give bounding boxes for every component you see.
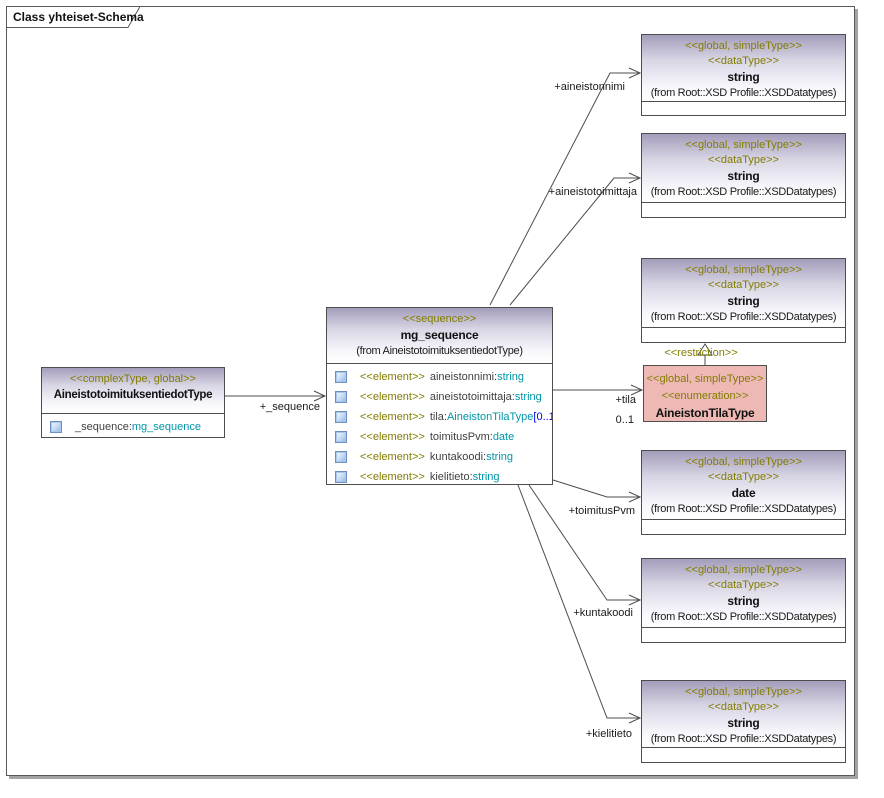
attribute-stereotype: <<element>> <box>360 391 425 403</box>
node-empty-compartment <box>642 519 845 535</box>
node-stereotype: <<global, simpleType>> <box>642 263 845 278</box>
attribute-row[interactable]: _sequence:mg_sequence <box>42 417 224 437</box>
node-empty-compartment <box>642 627 845 643</box>
edge-label-toimituspvm[interactable]: +toimitusPvm <box>545 505 635 517</box>
node-datatype-string-kielitieto[interactable]: <<global, simpleType>> <<dataType>> stri… <box>641 680 846 763</box>
attribute-stereotype: <<element>> <box>360 471 425 483</box>
attribute-row[interactable]: <<element>> kuntakoodi:string <box>327 447 552 467</box>
node-stereotype: <<dataType>> <box>642 153 845 168</box>
node-aineistotoimituksentiedottype[interactable]: <<complexType, global>> Aineistotoimituk… <box>41 367 225 438</box>
node-stereotype: <<global, simpleType>> <box>642 39 845 54</box>
attribute-row[interactable]: <<element>> toimitusPvm:date <box>327 427 552 447</box>
edge-multiplicity-tila[interactable]: 0..1 <box>566 414 634 426</box>
attribute-icon <box>335 431 347 443</box>
node-datatype-string-aineistonnimi[interactable]: <<global, simpleType>> <<dataType>> stri… <box>641 34 846 116</box>
attribute-stereotype: <<element>> <box>360 411 425 423</box>
node-stereotype: <<dataType>> <box>642 278 845 293</box>
node-name: string <box>642 168 845 185</box>
node-empty-compartment <box>642 747 845 763</box>
node-name: date <box>642 485 845 502</box>
node-mg-sequence[interactable]: <<sequence>> mg_sequence (from Aineistot… <box>326 307 553 485</box>
attribute-stereotype: <<element>> <box>360 451 425 463</box>
node-name: AineistonTilaType <box>644 405 766 422</box>
node-from: (from Root::XSD Profile::XSDDatatypes) <box>642 185 845 200</box>
attribute-type: string <box>515 391 542 403</box>
node-from: (from Root::XSD Profile::XSDDatatypes) <box>642 732 845 747</box>
edge-label-sequence[interactable]: +_sequence <box>230 401 320 413</box>
attribute-row[interactable]: <<element>> tila:AineistonTilaType[0..1] <box>327 407 552 427</box>
attribute-type: string <box>497 371 524 383</box>
attribute-icon <box>335 471 347 483</box>
edge-label-aineistonnimi[interactable]: +aineistonnimi <box>535 81 625 93</box>
attribute-name: toimitusPvm: <box>430 431 493 443</box>
node-name: string <box>642 293 845 310</box>
attribute-icon <box>335 451 347 463</box>
attribute-icon <box>335 411 347 423</box>
attribute-type: string <box>473 471 500 483</box>
attribute-name: _sequence: <box>75 421 132 433</box>
node-from: (from AineistotoimituksentiedotType) <box>327 344 552 359</box>
attribute-name: aineistonnimi: <box>430 371 497 383</box>
attribute-multiplicity: [0..1] <box>533 411 553 423</box>
attribute-row[interactable]: <<element>> aineistotoimittaja:string <box>327 387 552 407</box>
attribute-icon <box>335 371 347 383</box>
attribute-name: kielitieto: <box>430 471 473 483</box>
attribute-row[interactable]: <<element>> kielitieto:string <box>327 467 552 485</box>
node-from: (from Root::XSD Profile::XSDDatatypes) <box>642 310 845 325</box>
node-empty-compartment <box>642 327 845 343</box>
node-empty-compartment <box>642 101 845 116</box>
node-stereotype: <<global, simpleType>> <box>642 563 845 578</box>
node-from: (from Root::XSD Profile::XSDDatatypes) <box>642 86 845 101</box>
edge-label-tila[interactable]: +tila <box>566 394 636 406</box>
node-from: (from Root::XSD Profile::XSDDatatypes) <box>642 502 845 517</box>
attribute-name: tila: <box>430 411 447 423</box>
node-datatype-string-kuntakoodi[interactable]: <<global, simpleType>> <<dataType>> stri… <box>641 558 846 643</box>
edge-label-kuntakoodi[interactable]: +kuntakoodi <box>543 607 633 619</box>
attribute-icon <box>50 421 62 433</box>
node-stereotype: <<global, simpleType>> <box>642 455 845 470</box>
attribute-stereotype: <<element>> <box>360 371 425 383</box>
node-datatype-string-aineistotoimittaja[interactable]: <<global, simpleType>> <<dataType>> stri… <box>641 133 846 218</box>
attribute-name: aineistotoimittaja: <box>430 391 515 403</box>
edge-label-aineistotoimittaja[interactable]: +aineistotoimittaja <box>527 186 637 198</box>
attribute-type: date <box>493 431 514 443</box>
edge-label-kielitieto[interactable]: +kielitieto <box>542 728 632 740</box>
edge-label-restriction[interactable]: <<restriction>> <box>641 347 761 359</box>
attribute-type: string <box>486 451 513 463</box>
node-stereotype: <<dataType>> <box>642 578 845 593</box>
node-name: string <box>642 593 845 610</box>
node-stereotype: <<global, simpleType>> <box>642 138 845 153</box>
node-stereotype: <<dataType>> <box>642 470 845 485</box>
node-stereotype: <<global, simpleType>> <box>644 371 766 388</box>
attribute-row[interactable]: <<element>> aineistonnimi:string <box>327 367 552 387</box>
node-datatype-string-restriction-base[interactable]: <<global, simpleType>> <<dataType>> stri… <box>641 258 846 343</box>
attribute-type: AineistonTilaType <box>447 411 533 423</box>
node-name: AineistotoimituksentiedotType <box>42 387 224 404</box>
node-name: mg_sequence <box>327 327 552 344</box>
node-aineistontilatype[interactable]: <<global, simpleType>> <<enumeration>> A… <box>643 365 767 422</box>
node-stereotype: <<sequence>> <box>327 312 552 327</box>
node-stereotype: <<complexType, global>> <box>42 372 224 387</box>
node-name: string <box>642 715 845 732</box>
node-stereotype: <<dataType>> <box>642 54 845 69</box>
attribute-name: kuntakoodi: <box>430 451 486 463</box>
diagram-title: Class yhteiset-Schema <box>13 10 144 24</box>
node-name: string <box>642 69 845 86</box>
attribute-icon <box>335 391 347 403</box>
node-stereotype: <<enumeration>> <box>644 388 766 405</box>
node-stereotype: <<global, simpleType>> <box>642 685 845 700</box>
attribute-stereotype: <<element>> <box>360 431 425 443</box>
node-empty-compartment <box>642 202 845 218</box>
node-datatype-date-toimituspvm[interactable]: <<global, simpleType>> <<dataType>> date… <box>641 450 846 535</box>
node-from: (from Root::XSD Profile::XSDDatatypes) <box>642 610 845 625</box>
attribute-type: mg_sequence <box>132 421 201 433</box>
node-stereotype: <<dataType>> <box>642 700 845 715</box>
